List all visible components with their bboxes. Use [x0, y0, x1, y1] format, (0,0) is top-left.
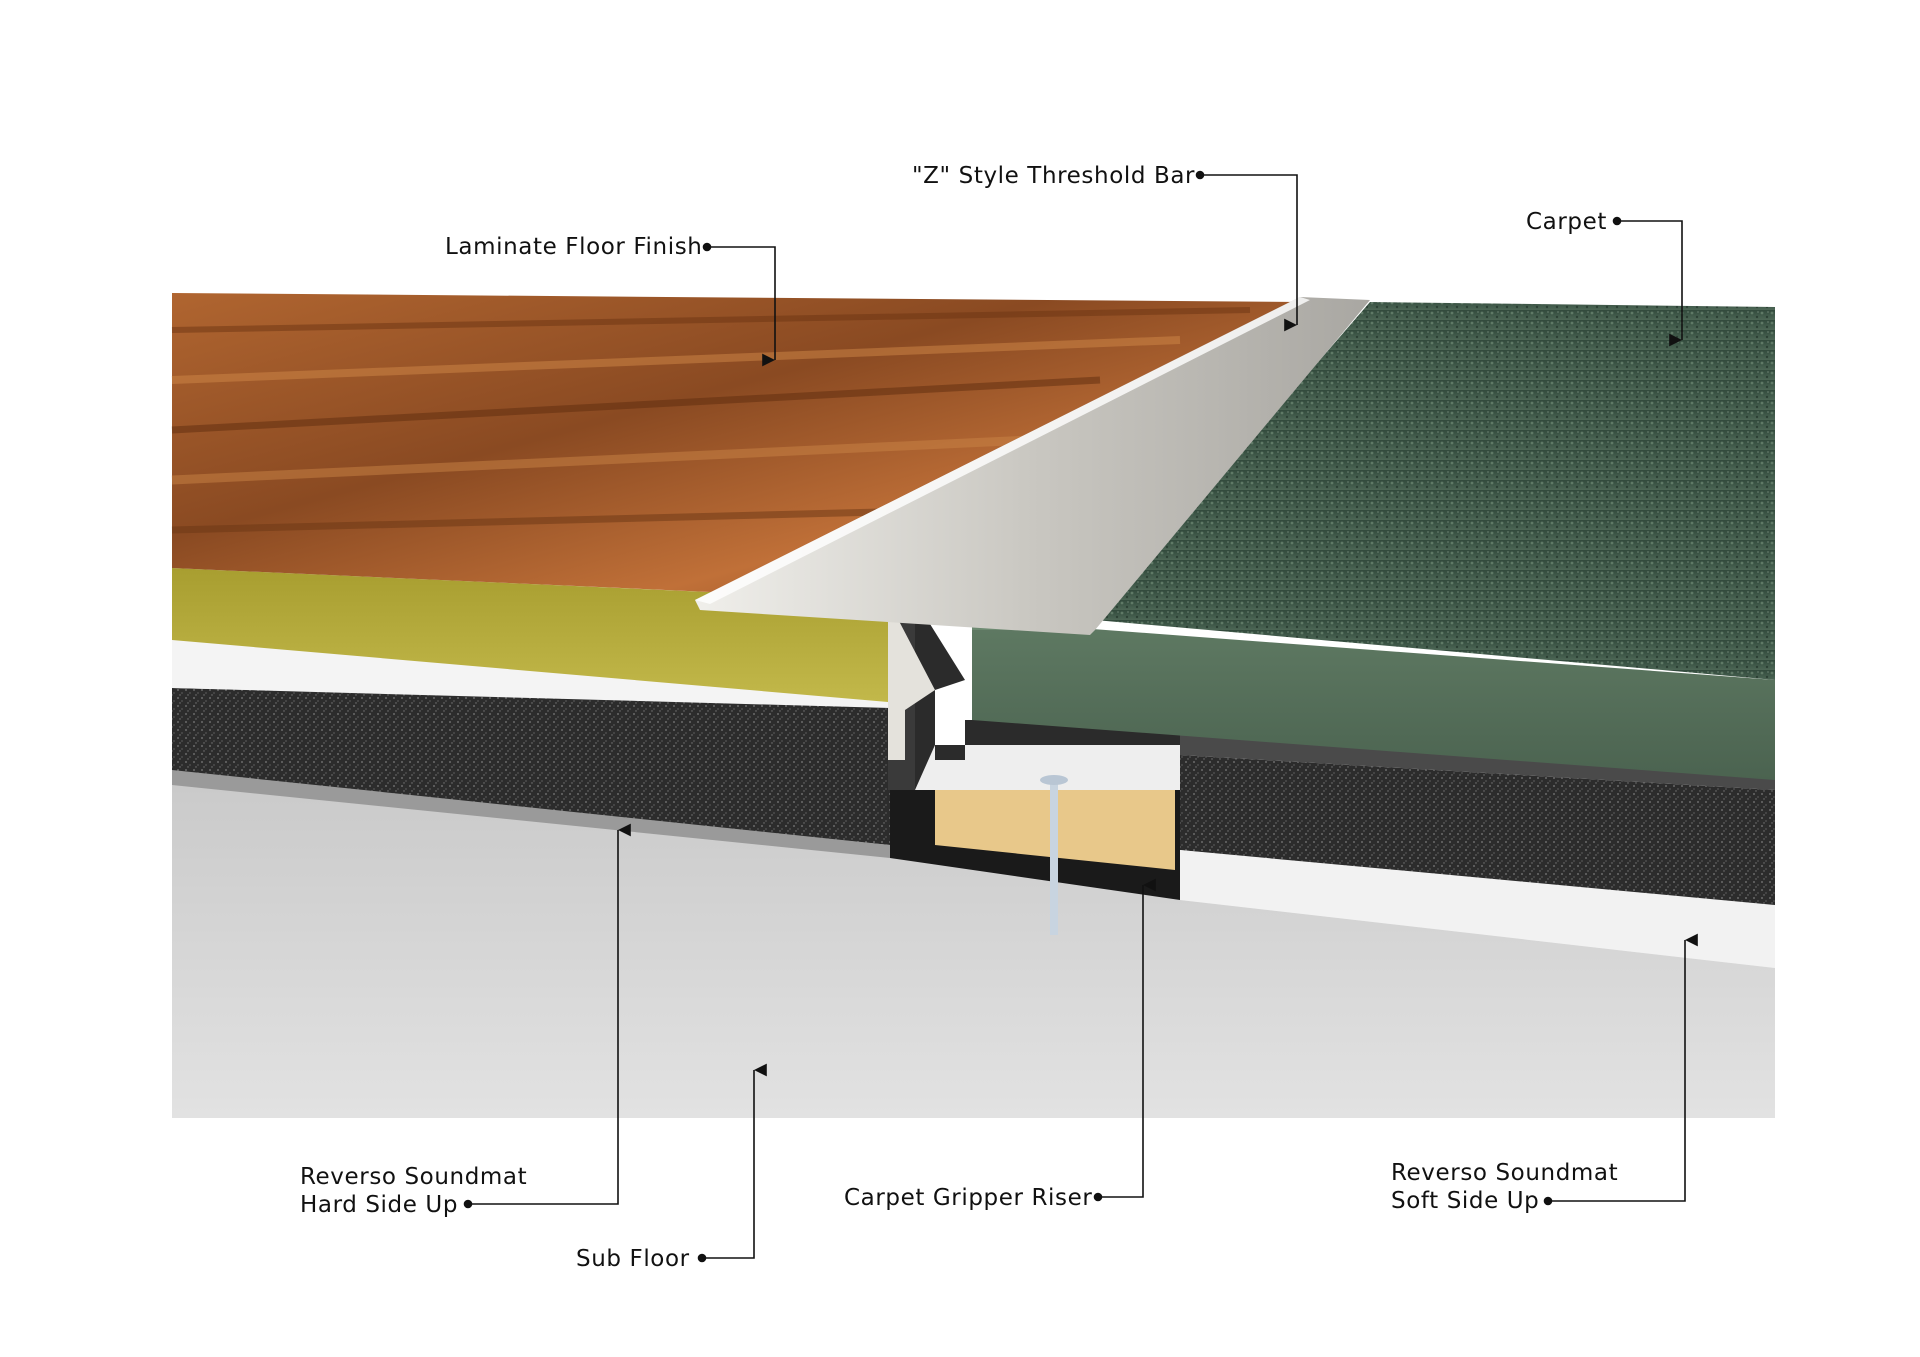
label-soundmat-soft-side-line2: Soft Side Up	[1391, 1188, 1540, 1214]
leader-hard-side	[463, 823, 631, 1209]
leader-carpet	[1612, 216, 1683, 347]
label-soundmat-soft-side: Reverso Soundmat Soft Side Up	[1391, 1159, 1618, 1215]
label-threshold-bar: "Z" Style Threshold Bar	[912, 163, 1196, 189]
label-carpet: Carpet	[1526, 209, 1607, 235]
label-laminate-floor-finish: Laminate Floor Finish	[445, 234, 703, 260]
leader-lines	[463, 170, 1698, 1263]
laminate-floor-surface	[171, 293, 1300, 600]
leader-sub-floor	[697, 1063, 767, 1263]
label-soundmat-hard-side-line2: Hard Side Up	[300, 1192, 459, 1218]
soundmat-soft-side-layer	[1180, 720, 1775, 968]
leader-threshold	[1195, 170, 1298, 332]
leader-gripper	[1093, 878, 1156, 1202]
label-soundmat-hard-side-line1: Reverso Soundmat	[300, 1164, 528, 1190]
label-sub-floor: Sub Floor	[576, 1246, 690, 1272]
threshold-bar-profile	[888, 595, 1180, 790]
threshold-bar-top	[695, 297, 1370, 635]
label-carpet-gripper-riser: Carpet Gripper Riser	[844, 1185, 1093, 1211]
label-soundmat-soft-side-line1: Reverso Soundmat	[1391, 1160, 1619, 1186]
leader-laminate	[702, 242, 776, 367]
label-soundmat-hard-side: Reverso Soundmat Hard Side Up	[300, 1163, 527, 1219]
leader-soft-side	[1543, 933, 1698, 1206]
